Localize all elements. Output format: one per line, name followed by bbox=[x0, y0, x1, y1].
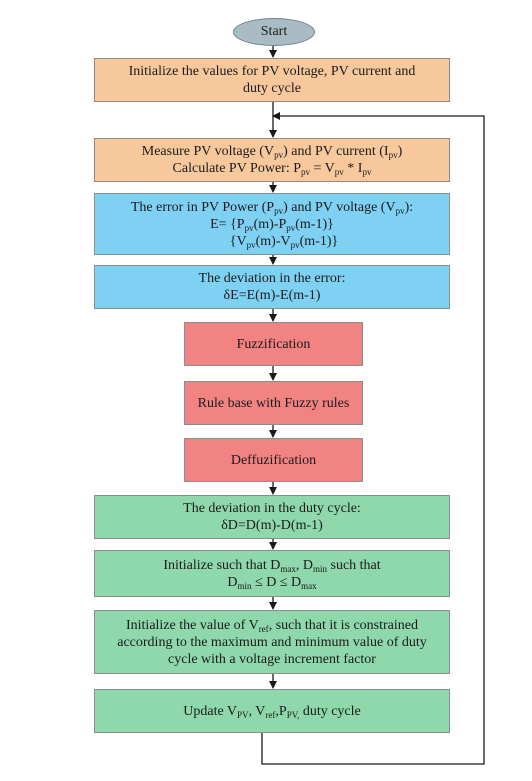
error-line-2: E= {Ppv(m)-Ppv(m-1)} bbox=[210, 216, 334, 233]
bounds-line-2: Dmin ≤ D ≤ Dmax bbox=[227, 574, 317, 591]
vref-step: Initialize the value of Vref, such that … bbox=[94, 610, 450, 674]
update-line: Update VPV, Vref,PPV, duty cycle bbox=[183, 703, 361, 720]
error-line-3: {Vpv(m)-Vpv(m-1)} bbox=[229, 233, 339, 250]
initialize-step: Initialize the values for PV voltage, PV… bbox=[94, 58, 450, 102]
initialize-line-1: Initialize the values for PV voltage, PV… bbox=[128, 64, 416, 79]
defuzzification-step: Deffuzification bbox=[184, 438, 363, 482]
start-label: Start bbox=[260, 24, 288, 39]
bounds-line-1: Initialize such that Dmax, Dmin such tha… bbox=[163, 557, 381, 574]
fuzzification-label: Fuzzification bbox=[236, 336, 311, 352]
feedback-loop bbox=[261, 112, 485, 765]
rule-base-step: Rule base with Fuzzy rules bbox=[184, 381, 363, 425]
measure-step: Measure PV voltage (Vpv) and PV current … bbox=[94, 138, 450, 182]
vref-line-1: Initialize the value of Vref, such that … bbox=[125, 617, 418, 634]
deviation-duty-line-2: δD=D(m)-D(m-1) bbox=[221, 518, 323, 533]
vref-line-2: according to the maximum and minimum val… bbox=[117, 634, 427, 650]
start-terminal: Start bbox=[233, 18, 315, 46]
defuzzification-label: Deffuzification bbox=[230, 452, 317, 468]
initialize-line-2: duty cycle bbox=[243, 81, 301, 96]
deviation-error-line-2: δE=E(m)-E(m-1) bbox=[223, 288, 321, 303]
deviation-duty-line-1: The deviation in the duty cycle: bbox=[183, 501, 361, 516]
error-step: The error in PV Power (Ppv) and PV volta… bbox=[94, 193, 450, 255]
deviation-error-step: The deviation in the error: δE=E(m)-E(m-… bbox=[94, 265, 450, 309]
deviation-duty-step: The deviation in the duty cycle: δD=D(m)… bbox=[94, 495, 450, 539]
measure-line-2: Calculate PV Power: Ppv = Vpv * Ipv bbox=[172, 161, 372, 177]
fuzzification-step: Fuzzification bbox=[184, 322, 363, 366]
duty-bounds-step: Initialize such that Dmax, Dmin such tha… bbox=[94, 550, 450, 597]
measure-line-1: Measure PV voltage (Vpv) and PV current … bbox=[141, 144, 403, 160]
rule-base-label: Rule base with Fuzzy rules bbox=[197, 395, 350, 411]
deviation-error-line-1: The deviation in the error: bbox=[198, 271, 346, 286]
error-line-1: The error in PV Power (Ppv) and PV volta… bbox=[130, 199, 414, 216]
update-step: Update VPV, Vref,PPV, duty cycle bbox=[94, 689, 450, 733]
vref-line-3: cycle with a voltage increment factor bbox=[168, 651, 376, 667]
